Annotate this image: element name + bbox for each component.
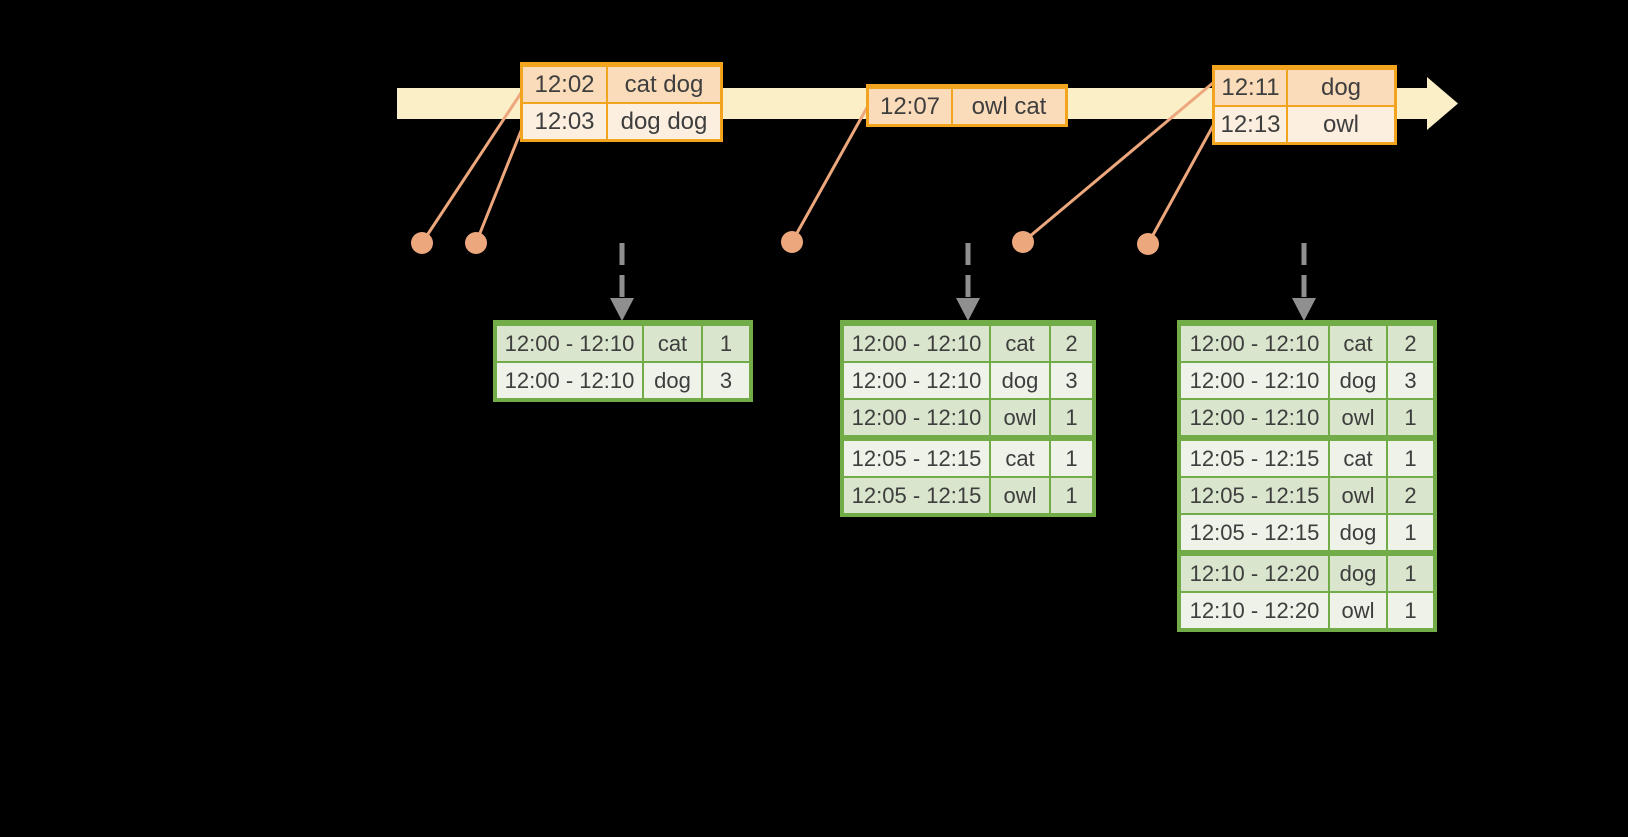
- event-connector-line: [474, 124, 525, 245]
- event-dot: [1137, 233, 1159, 255]
- result-row: 12:10 - 12:20 owl 1: [1181, 593, 1433, 628]
- event-time-cell: 12:03: [523, 104, 606, 139]
- word-cell: dog: [1330, 556, 1386, 591]
- word-cell: cat: [991, 326, 1049, 361]
- window-cell: 12:05 - 12:15: [844, 478, 989, 513]
- event-time-cell: 12:11: [1215, 70, 1286, 105]
- count-cell: 1: [1051, 400, 1092, 435]
- window-cell: 12:00 - 12:10: [497, 326, 642, 361]
- timeline-arrowhead-icon: [1427, 77, 1458, 130]
- window-cell: 12:00 - 12:10: [844, 326, 989, 361]
- event-dot: [411, 232, 433, 254]
- window-cell: 12:05 - 12:15: [1181, 515, 1328, 550]
- word-cell: owl: [1330, 400, 1386, 435]
- result-table-2: 12:00 - 12:10 cat 2 12:00 - 12:10 dog 3 …: [840, 320, 1096, 517]
- result-row: 12:00 - 12:10 dog 3: [1181, 363, 1433, 398]
- event-connector-line: [790, 102, 871, 244]
- window-cell: 12:00 - 12:10: [1181, 363, 1328, 398]
- trigger-arrow-icon: [610, 243, 634, 321]
- result-row: 12:10 - 12:20 dog 1: [1181, 556, 1433, 591]
- event-words-cell: cat dog: [608, 67, 720, 102]
- event-row: 12:02 cat dog: [523, 67, 720, 102]
- count-cell: 1: [1388, 441, 1433, 476]
- count-cell: 1: [1051, 478, 1092, 513]
- event-table-1202: 12:02 cat dog 12:03 dog dog: [520, 62, 723, 142]
- event-row: 12:13 owl: [1215, 107, 1394, 142]
- word-cell: owl: [991, 478, 1049, 513]
- event-words-cell: dog dog: [608, 104, 720, 139]
- result-row: 12:00 - 12:10 cat 2: [844, 326, 1092, 361]
- event-row: 12:03 dog dog: [523, 104, 720, 139]
- event-words-cell: owl: [1288, 107, 1394, 142]
- count-cell: 1: [703, 326, 749, 361]
- count-cell: 2: [1388, 326, 1433, 361]
- count-cell: 2: [1051, 326, 1092, 361]
- window-cell: 12:00 - 12:10: [844, 363, 989, 398]
- event-time-cell: 12:13: [1215, 107, 1286, 142]
- word-cell: dog: [1330, 515, 1386, 550]
- result-row: 12:05 - 12:15 cat 1: [1181, 441, 1433, 476]
- event-table-1207: 12:07 owl cat: [866, 84, 1068, 127]
- word-cell: cat: [991, 441, 1049, 476]
- window-cell: 12:10 - 12:20: [1181, 556, 1328, 591]
- window-cell: 12:10 - 12:20: [1181, 593, 1328, 628]
- count-cell: 2: [1388, 478, 1433, 513]
- count-cell: 1: [1388, 515, 1433, 550]
- word-cell: dog: [991, 363, 1049, 398]
- count-cell: 3: [1388, 363, 1433, 398]
- count-cell: 1: [1388, 556, 1433, 591]
- result-row: 12:00 - 12:10 owl 1: [1181, 400, 1433, 435]
- trigger-arrow-icon: [956, 243, 980, 321]
- word-cell: cat: [1330, 326, 1386, 361]
- word-cell: cat: [1330, 441, 1386, 476]
- result-row: 12:00 - 12:10 owl 1: [844, 400, 1092, 435]
- event-connector-line: [1021, 80, 1216, 244]
- trigger-arrow-icon: [1292, 243, 1316, 321]
- word-cell: owl: [1330, 478, 1386, 513]
- word-cell: dog: [644, 363, 701, 398]
- window-cell: 12:05 - 12:15: [1181, 478, 1328, 513]
- result-table-3: 12:00 - 12:10 cat 2 12:00 - 12:10 dog 3 …: [1177, 320, 1437, 632]
- event-connector-line: [420, 88, 525, 245]
- result-row: 12:00 - 12:10 dog 3: [844, 363, 1092, 398]
- event-table-1211: 12:11 dog 12:13 owl: [1212, 65, 1397, 145]
- window-cell: 12:00 - 12:10: [1181, 326, 1328, 361]
- count-cell: 3: [703, 363, 749, 398]
- event-dot: [1012, 231, 1034, 253]
- window-cell: 12:05 - 12:15: [844, 441, 989, 476]
- word-cell: dog: [1330, 363, 1386, 398]
- event-row: 12:11 dog: [1215, 70, 1394, 105]
- result-row: 12:00 - 12:10 cat 1: [497, 326, 749, 361]
- result-row: 12:00 - 12:10 cat 2: [1181, 326, 1433, 361]
- event-words-cell: dog: [1288, 70, 1394, 105]
- count-cell: 1: [1388, 593, 1433, 628]
- event-row: 12:07 owl cat: [869, 89, 1065, 124]
- result-table-1: 12:00 - 12:10 cat 1 12:00 - 12:10 dog 3: [493, 320, 753, 402]
- result-row: 12:05 - 12:15 owl 2: [1181, 478, 1433, 513]
- window-cell: 12:00 - 12:10: [844, 400, 989, 435]
- event-connector-line: [1146, 122, 1216, 246]
- count-cell: 1: [1051, 441, 1092, 476]
- window-cell: 12:00 - 12:10: [497, 363, 642, 398]
- word-cell: owl: [1330, 593, 1386, 628]
- result-row: 12:05 - 12:15 owl 1: [844, 478, 1092, 513]
- word-cell: owl: [991, 400, 1049, 435]
- count-cell: 3: [1051, 363, 1092, 398]
- word-cell: cat: [644, 326, 701, 361]
- event-dot: [781, 231, 803, 253]
- window-cell: 12:00 - 12:10: [1181, 400, 1328, 435]
- event-time-cell: 12:07: [869, 89, 951, 124]
- window-cell: 12:05 - 12:15: [1181, 441, 1328, 476]
- count-cell: 1: [1388, 400, 1433, 435]
- event-time-cell: 12:02: [523, 67, 606, 102]
- result-row: 12:05 - 12:15 cat 1: [844, 441, 1092, 476]
- event-dot: [465, 232, 487, 254]
- event-words-cell: owl cat: [953, 89, 1065, 124]
- result-row: 12:05 - 12:15 dog 1: [1181, 515, 1433, 550]
- result-row: 12:00 - 12:10 dog 3: [497, 363, 749, 398]
